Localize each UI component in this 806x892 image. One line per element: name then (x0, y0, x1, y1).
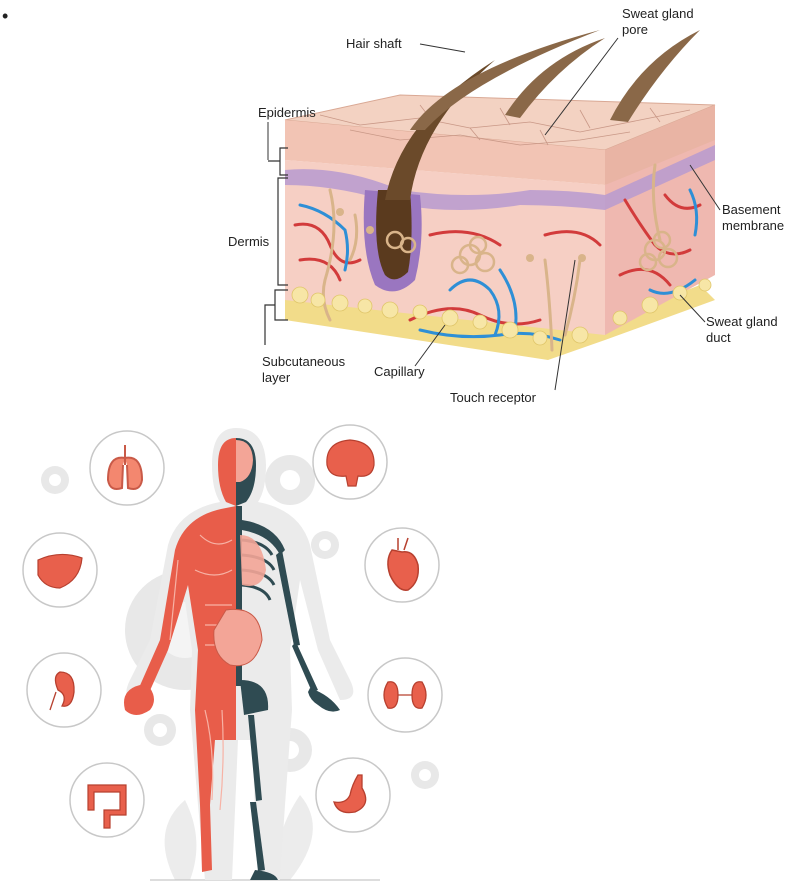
label-duct-2: duct (706, 330, 731, 345)
subcutaneous-bracket (265, 290, 288, 345)
label-subcutaneous-2: layer (262, 370, 291, 385)
organ-circle-brain (313, 425, 387, 499)
skin-diagram: • (0, 0, 806, 410)
hair-shaft-leader (420, 44, 465, 52)
label-subcutaneous-1: Subcutaneous (262, 354, 346, 369)
label-sweat-gland-pore-1: Sweat gland (622, 6, 694, 21)
label-basement-1: Basement (722, 202, 781, 217)
label-capillary: Capillary (374, 364, 425, 379)
label-touch-receptor: Touch receptor (450, 390, 537, 405)
label-duct-1: Sweat gland (706, 314, 778, 329)
leaf-decoration (165, 795, 313, 880)
label-epidermis: Epidermis (258, 105, 316, 120)
organ-circle-kidneys (368, 658, 442, 732)
label-sweat-gland-pore-2: pore (622, 22, 648, 37)
organ-circle-liver (23, 533, 97, 607)
bullet: • (2, 6, 8, 26)
intestines-overlay (214, 609, 262, 665)
label-dermis: Dermis (228, 234, 270, 249)
body-organs-diagram (0, 410, 460, 892)
label-hair-shaft: Hair shaft (346, 36, 402, 51)
organ-circle-stomach (316, 758, 390, 832)
label-basement-2: membrane (722, 218, 784, 233)
organ-circle-heart (365, 528, 439, 602)
organ-circle-intestines (70, 763, 144, 837)
organ-circle-lungs (90, 431, 164, 505)
organ-circle-kidney (27, 653, 101, 727)
hair-bulb (376, 190, 411, 279)
